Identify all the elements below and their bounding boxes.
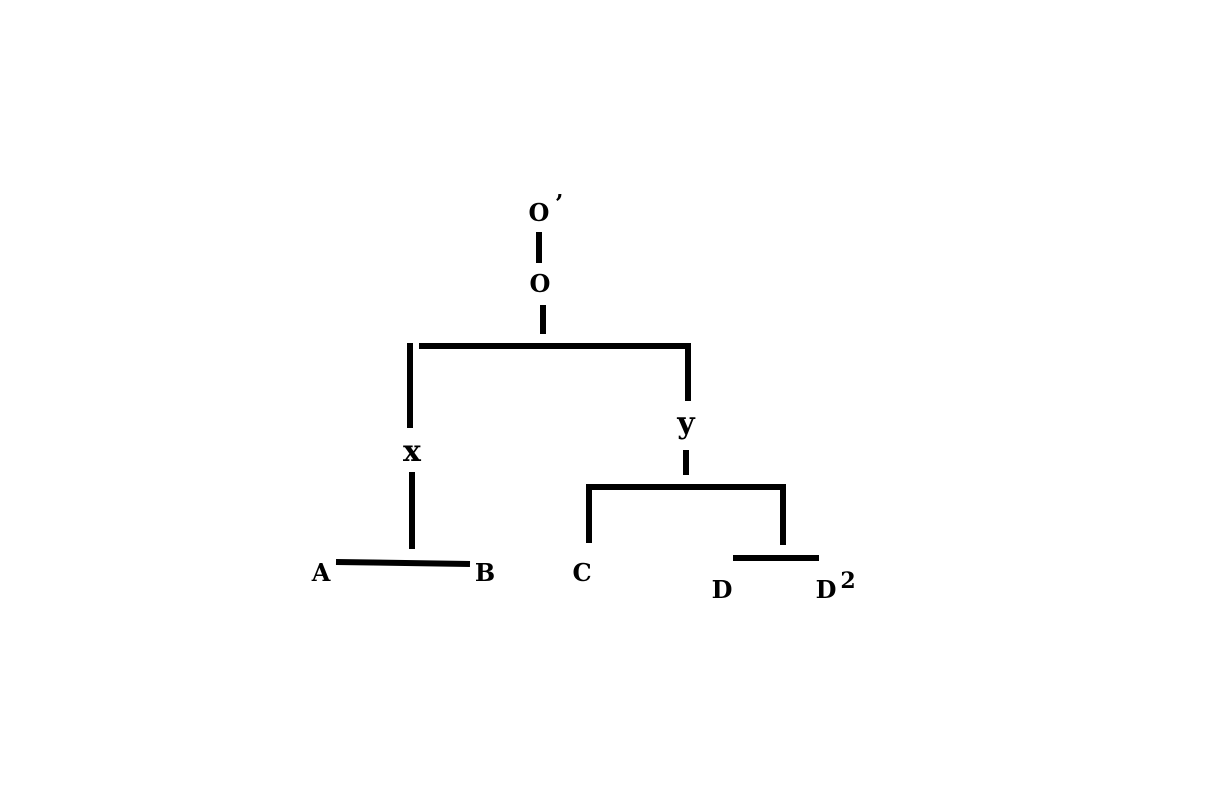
node-archetype-prime-mark: ’ bbox=[555, 189, 563, 218]
node-c: C bbox=[572, 558, 591, 587]
node-d2-superscript: 2 bbox=[840, 568, 855, 594]
node-b: B bbox=[475, 558, 495, 587]
edge-x-ab-crossbar bbox=[335, 559, 471, 567]
node-y: y bbox=[676, 406, 696, 441]
node-d: D bbox=[712, 575, 733, 604]
node-archetype: O bbox=[530, 269, 551, 298]
stemma-edges bbox=[335, 232, 819, 567]
stemma-nodes: O ’ O x y A B C D D 2 bbox=[311, 189, 856, 604]
node-x: x bbox=[403, 434, 422, 469]
node-archetype-prime: O bbox=[529, 198, 550, 227]
node-d2: D bbox=[816, 575, 837, 604]
node-a: A bbox=[311, 558, 331, 587]
